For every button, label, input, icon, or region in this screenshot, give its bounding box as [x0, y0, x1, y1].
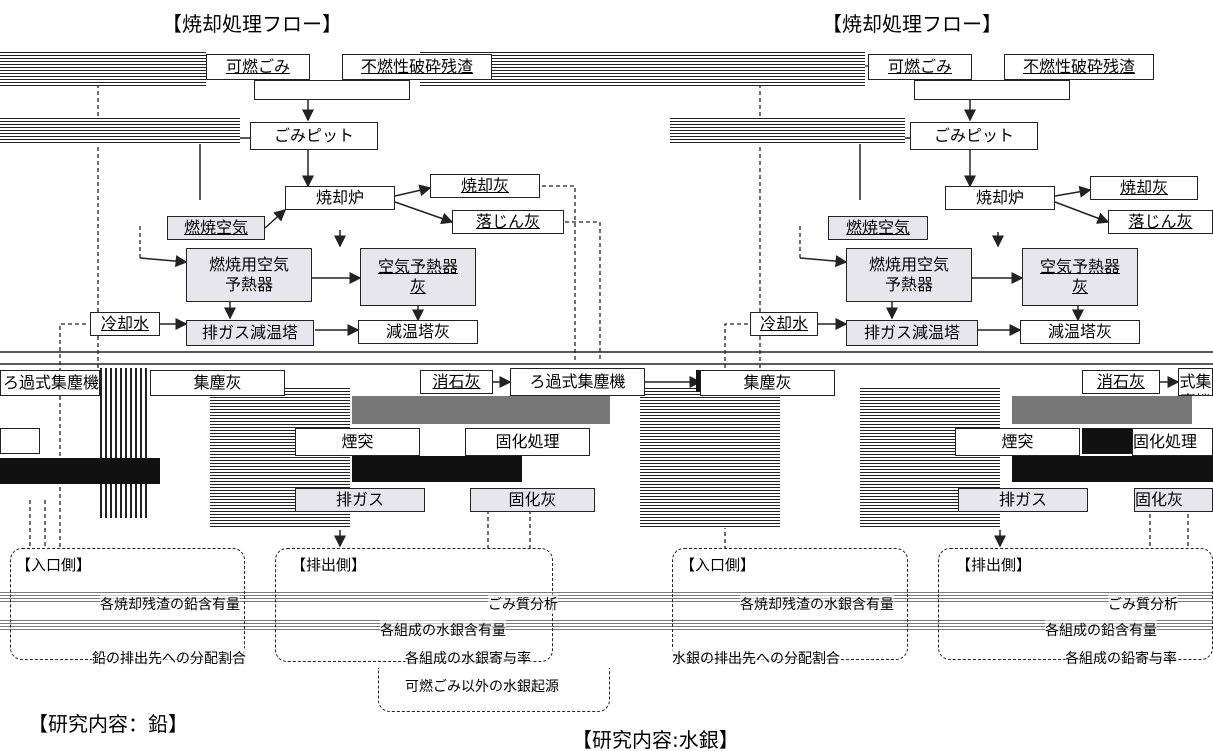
mercury-outlet-label: 【排出側】	[291, 554, 367, 575]
scan-artifact	[0, 52, 206, 86]
cooling-tower-box: 排ガス減温塔	[846, 320, 978, 346]
bag-filter-box: ろ過式集塵機	[510, 368, 645, 396]
combustion-air-box: 燃焼空気	[828, 216, 928, 240]
lead-outlet-label: 【排出側】	[956, 554, 1032, 575]
solidified-ash-box: 固化灰	[470, 488, 595, 512]
waste-pit-box: ごみピット	[910, 122, 1038, 150]
lead-outlet-item: 各組成の鉛含有量	[1045, 620, 1157, 640]
exhaust-gas-box: 排ガス	[295, 488, 425, 512]
cooling-water-box: 冷却水	[90, 312, 160, 336]
incinerator-box: 焼却炉	[945, 186, 1055, 210]
combustion-air-box: 燃焼空気	[167, 216, 265, 240]
stack-box: 煙突	[955, 428, 1080, 456]
mercury-outlet-frame-extension	[378, 668, 610, 712]
solidification-box: 固化処理	[1132, 428, 1213, 456]
cooling-tower-box: 排ガス減温塔	[186, 320, 314, 346]
scan-artifact	[0, 592, 1213, 602]
flow-title-left: 【焼却処理フロー】	[162, 12, 342, 36]
lead-outlet-item: 各組成の鉛寄与率	[1065, 648, 1177, 668]
preheater-ash-box: 空気予熱器 灰	[360, 248, 476, 306]
scan-artifact	[670, 118, 905, 144]
flow-title-right: 【焼却処理フロー】	[822, 12, 1002, 36]
scan-artifact	[1012, 456, 1213, 482]
scan-artifact	[352, 456, 522, 482]
scan-artifact	[100, 368, 150, 518]
slaked-lime-box: 消石灰	[1082, 370, 1160, 394]
cooling-tower-ash-box: 減温塔灰	[1020, 320, 1140, 344]
input-merge-box	[914, 80, 1070, 100]
combustible-waste-box: 可燃ごみ	[868, 54, 972, 80]
lead-inlet-item: 各焼却残渣の鉛含有量	[100, 594, 240, 614]
solidification-box-left	[0, 428, 40, 454]
grate-siftings-box: 落じん灰	[1108, 210, 1213, 234]
bottom-ash-box: 焼却灰	[1090, 176, 1198, 200]
mercury-outlet-item: 可燃ごみ以外の水銀起源	[405, 676, 559, 696]
bag-filter-box-left: ろ過式集塵機	[0, 370, 100, 396]
solidification-box: 固化処理	[465, 428, 590, 456]
fly-ash-box: 集塵灰	[700, 370, 835, 396]
stack-box: 煙突	[295, 428, 420, 456]
mercury-inlet-item: 水銀の排出先への分配割合	[672, 648, 840, 668]
cooling-tower-ash-box: 減温塔灰	[358, 320, 478, 344]
lead-inlet-item: 鉛の排出先への分配割合	[92, 648, 246, 668]
solidified-ash-box: 固化灰	[1134, 488, 1213, 512]
bag-filter-box: ろ過式集塵機	[1178, 368, 1213, 396]
input-merge-box	[254, 80, 410, 100]
grate-siftings-box: 落じん灰	[452, 210, 564, 234]
scan-artifact	[0, 620, 1213, 630]
scan-artifact	[0, 118, 240, 144]
scan-artifact	[1082, 428, 1132, 454]
slaked-lime-box: 消石灰	[420, 370, 493, 394]
research-title-lead: 【研究内容：鉛】	[28, 712, 188, 736]
waste-pit-box: ごみピット	[250, 122, 378, 150]
scan-artifact	[1012, 396, 1192, 424]
bottom-ash-box: 焼却灰	[430, 174, 540, 198]
mercury-outlet-item: 各組成の水銀含有量	[380, 620, 506, 640]
scan-artifact	[640, 388, 780, 528]
air-preheater-box: 燃焼用空気 予熱器	[186, 248, 312, 302]
noncombustible-residue-box: 不燃性破砕残渣	[1004, 54, 1154, 80]
combustible-waste-box: 可燃ごみ	[206, 54, 310, 80]
mercury-outlet-item: 各組成の水銀寄与率	[405, 648, 531, 668]
mercury-outlet-item: ごみ質分析	[488, 594, 558, 614]
lead-outlet-item: ごみ質分析	[1108, 594, 1178, 614]
lead-inlet-label: 【入口側】	[16, 554, 92, 575]
noncombustible-residue-box: 不燃性破砕残渣	[342, 54, 492, 80]
fly-ash-box: 集塵灰	[150, 370, 285, 396]
preheater-ash-box: 空気予熱器 灰	[1022, 248, 1138, 306]
cooling-water-box: 冷却水	[750, 312, 818, 336]
research-title-mercury: 【研究内容:水銀】	[572, 728, 739, 751]
scan-artifact	[670, 52, 865, 86]
mercury-inlet-item: 各焼却残渣の水銀含有量	[740, 594, 894, 614]
scan-artifact	[352, 396, 610, 424]
scan-artifact	[0, 458, 160, 484]
incinerator-box: 焼却炉	[285, 186, 395, 210]
mercury-inlet-label: 【入口側】	[680, 554, 756, 575]
exhaust-gas-box: 排ガス	[958, 488, 1088, 512]
air-preheater-box: 燃焼用空気 予熱器	[846, 248, 972, 302]
